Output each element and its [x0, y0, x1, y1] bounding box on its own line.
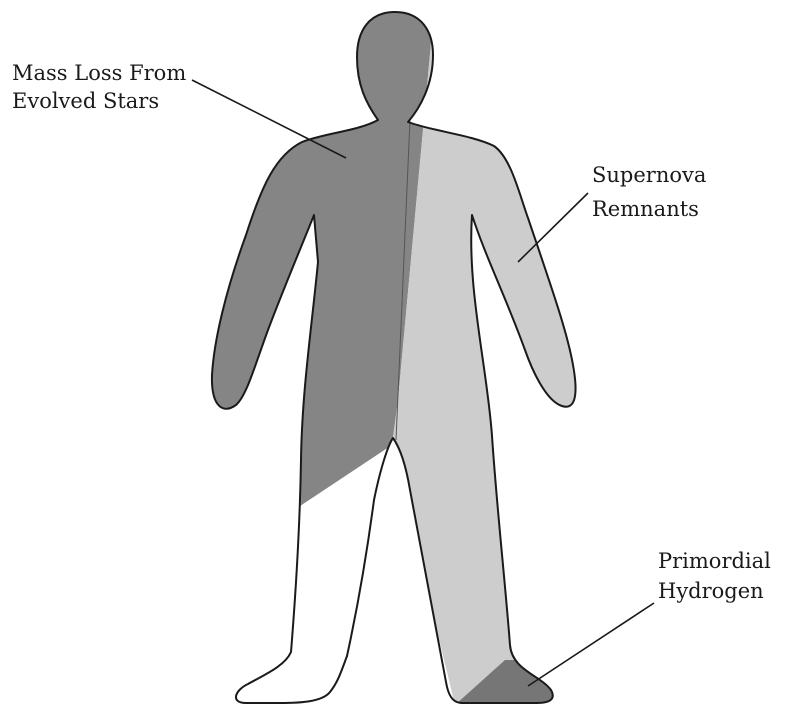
mass-loss-label-line-1: Mass Loss From: [12, 61, 186, 85]
primordial-label-line-2: Hydrogen: [658, 579, 764, 603]
primordial-label-line-1: Primordial: [658, 549, 771, 573]
supernova-label-line-1: Supernova: [592, 163, 706, 187]
primordial-leader-line: [528, 603, 654, 686]
supernova-label: Supernova Remnants: [592, 163, 706, 221]
supernova-label-line-2: Remnants: [592, 197, 699, 221]
mass-loss-label-line-2: Evolved Stars: [12, 89, 159, 113]
primordial-label: Primordial Hydrogen: [658, 549, 771, 603]
mass-loss-leader-line: [192, 80, 346, 158]
mass-loss-label: Mass Loss From Evolved Stars: [12, 61, 186, 113]
